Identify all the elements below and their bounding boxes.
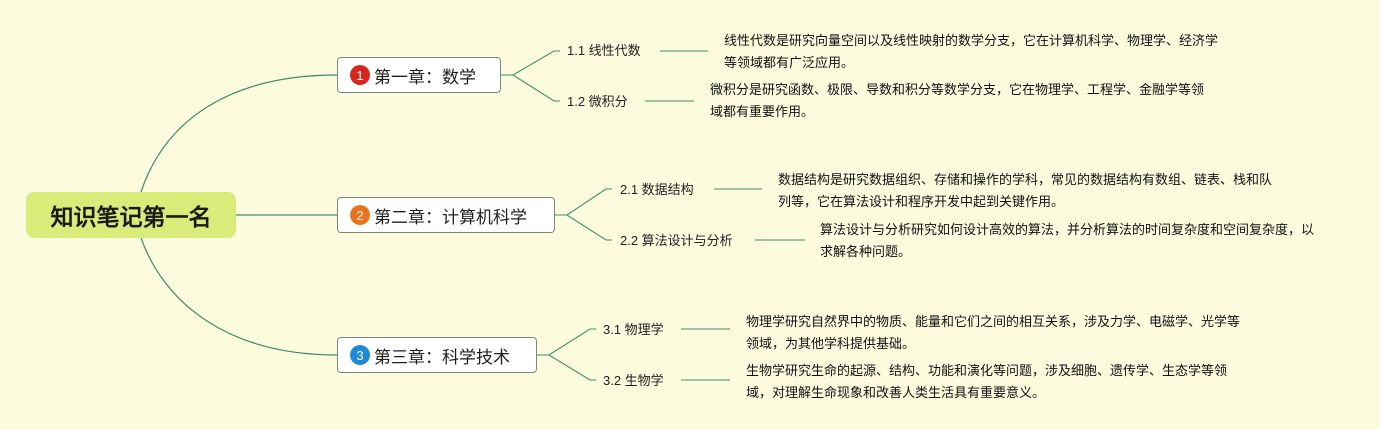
number-1-icon: 1 (350, 65, 370, 85)
subtopic-1-1[interactable]: 1.1 线性代数 (567, 43, 641, 59)
number-2-icon: 2 (350, 205, 370, 225)
subtopic-1-2[interactable]: 1.2 微积分 (567, 94, 628, 110)
note-3-1-text: 物理学研究自然界中的物质、能量和它们之间的相互关系，涉及力学、电磁学、光学等领域… (746, 315, 1241, 352)
note-1-1[interactable]: 线性代数是研究向量空间以及线性映射的数学分支，它在计算机科学、物理学、经济学等领… (724, 31, 1224, 75)
note-2-2-text: 算法设计与分析研究如何设计高效的算法，并分析算法的时间复杂度和空间复杂度，以求解… (820, 223, 1315, 260)
subtopic-3-1[interactable]: 3.1 物理学 (603, 322, 664, 338)
note-2-2[interactable]: 算法设计与分析研究如何设计高效的算法，并分析算法的时间复杂度和空间复杂度，以求解… (820, 220, 1320, 264)
note-3-2-text: 生物学研究生命的起源、结构、功能和演化等问题，涉及细胞、遗传学、生态学等领域，对… (746, 364, 1228, 401)
root-title: 知识笔记第一名 (50, 205, 212, 231)
subtopic-3-2[interactable]: 3.2 生物学 (603, 373, 664, 389)
chapter-3-title: 第三章：科学技术 (374, 347, 510, 368)
subtopic-2-1-title: 2.1 数据结构 (620, 182, 694, 197)
root-to-chapter-1-line (140, 74, 338, 193)
subtopic-2-1[interactable]: 2.1 数据结构 (620, 182, 694, 198)
subtopic-2-2-title: 2.2 算法设计与分析 (620, 233, 733, 248)
chapter-2-to-subtopic-2-line (555, 214, 612, 241)
number-3-icon: 3 (350, 345, 370, 365)
chapter-1-topic[interactable]: 1 第一章：数学 (337, 57, 501, 93)
chapter-3-to-subtopic-1-line (537, 328, 596, 356)
chapter-3-to-subtopic-2-line (537, 354, 596, 381)
note-2-1[interactable]: 数据结构是研究数据组织、存储和操作的学科，常见的数据结构有数组、链表、栈和队列等… (778, 170, 1278, 214)
subtopic-2-2[interactable]: 2.2 算法设计与分析 (620, 233, 733, 249)
subtopic-1-2-title: 1.2 微积分 (567, 94, 628, 109)
subtopic-3-2-title: 3.2 生物学 (603, 373, 664, 388)
note-1-2-text: 微积分是研究函数、极限、导数和积分等数学分支，它在物理学、工程学、金融学等领域都… (710, 83, 1205, 120)
note-1-1-text: 线性代数是研究向量空间以及线性映射的数学分支，它在计算机科学、物理学、经济学等领… (724, 34, 1219, 71)
chapter-1-to-subtopic-1-line (501, 50, 560, 76)
root-to-chapter-3-line (140, 237, 338, 356)
chapter-2-to-subtopic-1-line (555, 188, 612, 216)
chapter-2-topic[interactable]: 2 第二章：计算机科学 (337, 197, 555, 233)
chapter-2-title: 第二章：计算机科学 (374, 207, 527, 228)
note-3-2[interactable]: 生物学研究生命的起源、结构、功能和演化等问题，涉及细胞、遗传学、生态学等领域，对… (746, 361, 1246, 405)
chapter-1-title: 第一章：数学 (374, 67, 476, 88)
note-1-2[interactable]: 微积分是研究函数、极限、导数和积分等数学分支，它在物理学、工程学、金融学等领域都… (710, 80, 1210, 124)
chapter-3-topic[interactable]: 3 第三章：科学技术 (337, 337, 537, 373)
note-2-1-text: 数据结构是研究数据组织、存储和操作的学科，常见的数据结构有数组、链表、栈和队列等… (778, 173, 1273, 210)
chapter-1-to-subtopic-2-line (501, 74, 560, 102)
subtopic-3-1-title: 3.1 物理学 (603, 322, 664, 337)
note-3-1[interactable]: 物理学研究自然界中的物质、能量和它们之间的相互关系，涉及力学、电磁学、光学等领域… (746, 312, 1246, 356)
subtopic-1-1-title: 1.1 线性代数 (567, 43, 641, 58)
root-topic[interactable]: 知识笔记第一名 (26, 192, 236, 238)
